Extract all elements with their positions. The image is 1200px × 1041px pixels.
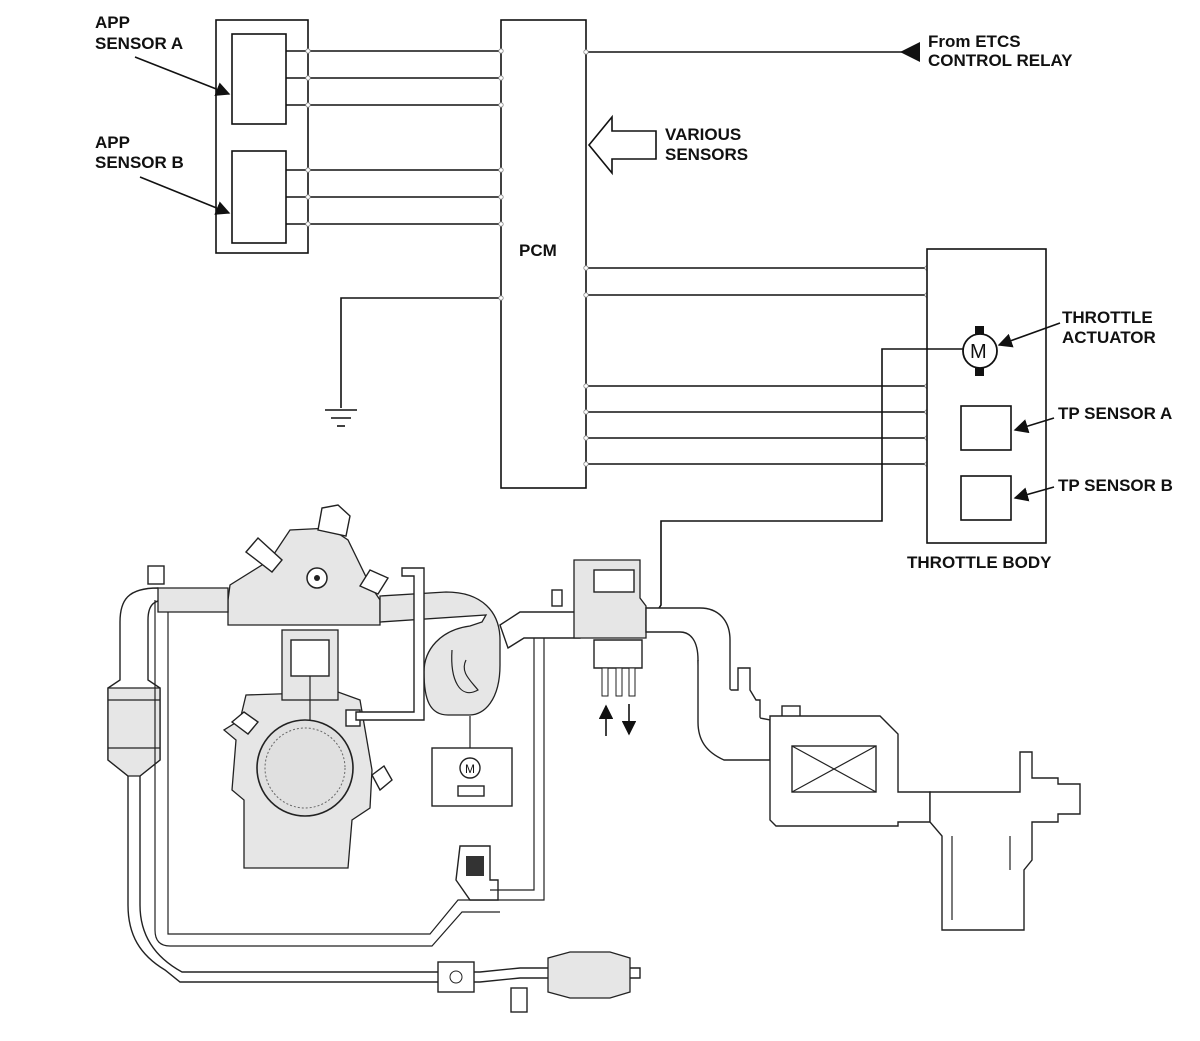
- svg-text:M: M: [970, 341, 987, 363]
- rear-catalytic-converter: [547, 951, 631, 999]
- crank-pulley: [256, 719, 354, 817]
- throttle-actuator-pointer: [997, 322, 1061, 348]
- pcm-module: PCM: [500, 19, 587, 489]
- connector-dots: [305, 48, 930, 467]
- piston: [290, 639, 330, 677]
- app-sensor-a-label: APP SENSOR A: [95, 13, 183, 53]
- tp-sensor-a-box: [960, 405, 1012, 451]
- relay-input-triangle: [900, 42, 920, 62]
- throttle-body-label: THROTTLE BODY: [907, 553, 1052, 572]
- air-inlet-resonator: [929, 751, 1081, 931]
- tp-sensor-b-box: [960, 475, 1012, 521]
- etcs-relay-input: From ETCS CONTROL RELAY: [586, 32, 1073, 70]
- knock-sensor: [230, 711, 260, 735]
- throttle-actuator-label: THROTTLE ACTUATOR: [1062, 308, 1157, 347]
- bypass-tube: [154, 600, 500, 947]
- various-sensors-arrow: [587, 114, 657, 176]
- tp-sensor-b-pointer: [1013, 486, 1055, 502]
- egr-motor-icon: [459, 757, 481, 779]
- svg-text:M: M: [465, 762, 475, 776]
- pcm-to-throttle-wires: [586, 267, 927, 465]
- injector: [244, 536, 283, 573]
- app-sensor-b-label: APP SENSOR B: [95, 133, 184, 172]
- bypass-ports: [593, 639, 643, 669]
- ground-symbol: [325, 297, 501, 427]
- map-sensor: [551, 589, 563, 607]
- crank-sensor: [371, 764, 393, 792]
- app-sensor-b-pointer: [139, 176, 231, 215]
- various-sensors-label: VARIOUS SENSORS: [665, 125, 748, 164]
- app-to-pcm-wires: [308, 50, 501, 225]
- ignition-coil: [317, 504, 351, 537]
- pcm-box: [500, 19, 587, 489]
- intake-injector: [358, 569, 390, 595]
- air-intake-duct: [645, 607, 761, 719]
- o2-sensor-lower: [510, 987, 528, 1013]
- various-sensors-input: VARIOUS SENSORS: [587, 114, 748, 176]
- front-catalytic-converter: [107, 687, 161, 777]
- exhaust-runner: [157, 587, 229, 613]
- intake-manifold: [379, 591, 501, 716]
- o2-sensor-upper: [147, 565, 165, 585]
- app-sensor-a-box: [231, 33, 287, 125]
- app-sensor-b-box: [231, 150, 287, 244]
- throttle-body: M THROTTLE ACTUATOR TP SENSOR A TP SENSO…: [907, 248, 1173, 572]
- throttle-body-leader: [645, 348, 963, 629]
- engine-illustration: M: [107, 504, 1081, 1013]
- app-sensor-assembly: APP SENSOR A APP SENSOR B: [95, 13, 309, 254]
- exhaust-flange: [437, 961, 475, 993]
- pcm-label: PCM: [519, 241, 557, 260]
- intake-duct: [499, 611, 581, 650]
- from-etcs-label: From ETCS CONTROL RELAY: [928, 32, 1073, 70]
- exhaust-manifold-pipe: [107, 587, 641, 983]
- engine-throttle-body-unit: [551, 559, 647, 736]
- tp-sensor-a-label: TP SENSOR A: [1058, 404, 1172, 423]
- intake-passage: [451, 649, 479, 694]
- cylinder-head: [227, 527, 381, 626]
- motor-icon: [962, 333, 998, 369]
- tp-sensor-a-pointer: [1013, 417, 1055, 434]
- throttle-actuator-motor: M: [962, 326, 998, 376]
- tp-sensor-b-label: TP SENSOR B: [1058, 476, 1173, 495]
- app-sensor-a-pointer: [134, 56, 231, 96]
- pcv-hose: [355, 567, 425, 721]
